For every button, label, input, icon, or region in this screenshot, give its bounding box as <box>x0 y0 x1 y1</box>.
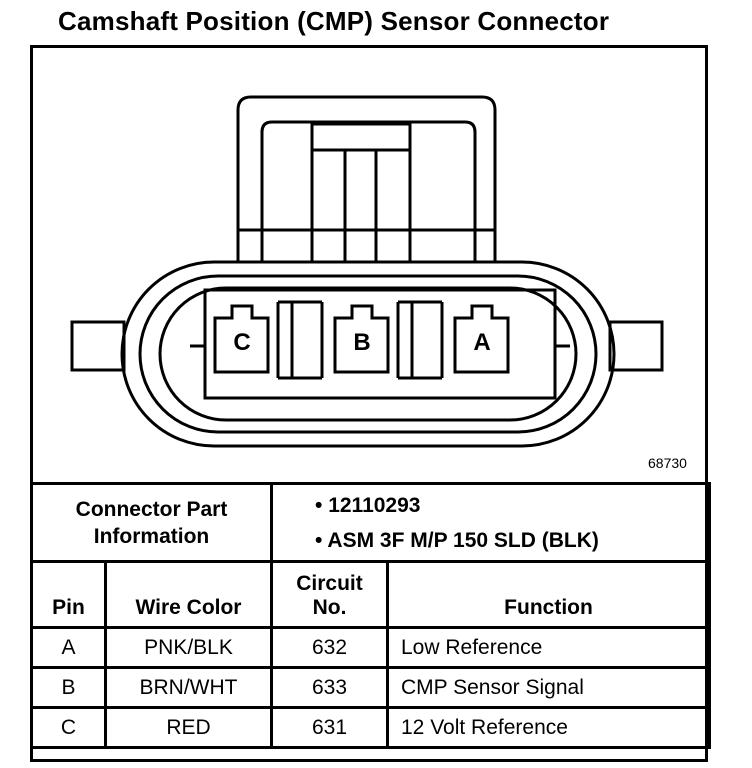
cell-wire-color: RED <box>104 706 273 749</box>
pin-box-b <box>333 304 390 374</box>
cell-function: CMP Sensor Signal <box>386 666 711 709</box>
part-info-label-line1: Connector Part <box>75 497 228 521</box>
part-info-list: • 12110293 • ASM 3F M/P 150 SLD (BLK) <box>270 482 711 563</box>
header-wire-color: Wire Color <box>104 560 273 629</box>
cell-circuit: 633 <box>270 666 389 709</box>
connector-drawing: C B A <box>70 95 664 448</box>
cell-pin: B <box>30 666 107 709</box>
connector-shell-mid <box>138 274 598 434</box>
header-pin: Pin <box>30 560 107 629</box>
separator-1 <box>276 300 324 380</box>
latch-t <box>310 122 412 262</box>
cell-pin: A <box>30 626 107 669</box>
latch-outer <box>236 95 497 262</box>
figure-number: 68730 <box>648 455 687 471</box>
part-info-row: Connector Part Information • 12110293 • … <box>30 482 711 563</box>
latch-inner <box>260 120 477 262</box>
cell-circuit: 631 <box>270 706 389 749</box>
table-row: A PNK/BLK 632 Low Reference <box>30 626 711 669</box>
cell-function: 12 Volt Reference <box>386 706 711 749</box>
header-function: Function <box>386 560 711 629</box>
part-info-label: Connector Part Information <box>30 482 273 563</box>
table-header-row: Pin Wire Color Circuit No. Function <box>30 560 711 629</box>
part-info-item: • ASM 3F M/P 150 SLD (BLK) <box>315 528 599 552</box>
cell-function: Low Reference <box>386 626 711 669</box>
table-row: B BRN/WHT 633 CMP Sensor Signal <box>30 666 711 709</box>
pin-label-b: B <box>353 329 370 356</box>
connector-shell-inner <box>158 286 578 422</box>
right-tab <box>608 320 664 372</box>
cell-pin: C <box>30 706 107 749</box>
cavity-outline <box>203 288 557 400</box>
part-info-item: • 12110293 <box>315 493 421 517</box>
pin-box-a <box>453 304 510 374</box>
pin-label-a: A <box>473 329 490 356</box>
diagram-frame <box>30 45 708 762</box>
left-tab <box>70 320 126 372</box>
table-row: C RED 631 12 Volt Reference <box>30 706 711 749</box>
separator-2 <box>396 300 444 380</box>
cell-wire-color: BRN/WHT <box>104 666 273 709</box>
cell-circuit: 632 <box>270 626 389 669</box>
part-info-label-line2: Information <box>93 524 210 548</box>
connector-info-table: Connector Part Information • 12110293 • … <box>30 482 711 749</box>
cell-wire-color: PNK/BLK <box>104 626 273 669</box>
pin-label-c: C <box>233 329 250 356</box>
connector-shell-outer <box>120 260 616 448</box>
header-circuit: Circuit No. <box>270 560 389 629</box>
page-title: Camshaft Position (CMP) Sensor Connector <box>58 6 610 36</box>
pin-box-c <box>213 304 270 374</box>
